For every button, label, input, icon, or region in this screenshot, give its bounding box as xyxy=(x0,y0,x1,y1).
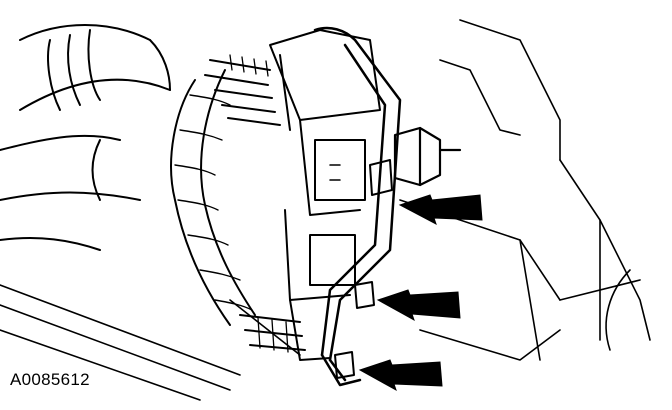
mounting-panel xyxy=(0,284,301,401)
body-structure xyxy=(399,19,651,361)
figure-id-label: A0085612 xyxy=(10,370,90,389)
locking-tab xyxy=(334,159,393,379)
arrow-icon xyxy=(376,289,461,322)
wire-harness xyxy=(170,54,306,353)
retaining-bracket xyxy=(313,26,402,387)
arrow-icon xyxy=(358,359,443,392)
electrical-connector xyxy=(269,29,381,361)
hose xyxy=(0,24,171,251)
bolt-icon xyxy=(393,126,462,187)
arrow-icon xyxy=(398,194,483,226)
callout-arrows xyxy=(358,194,483,392)
